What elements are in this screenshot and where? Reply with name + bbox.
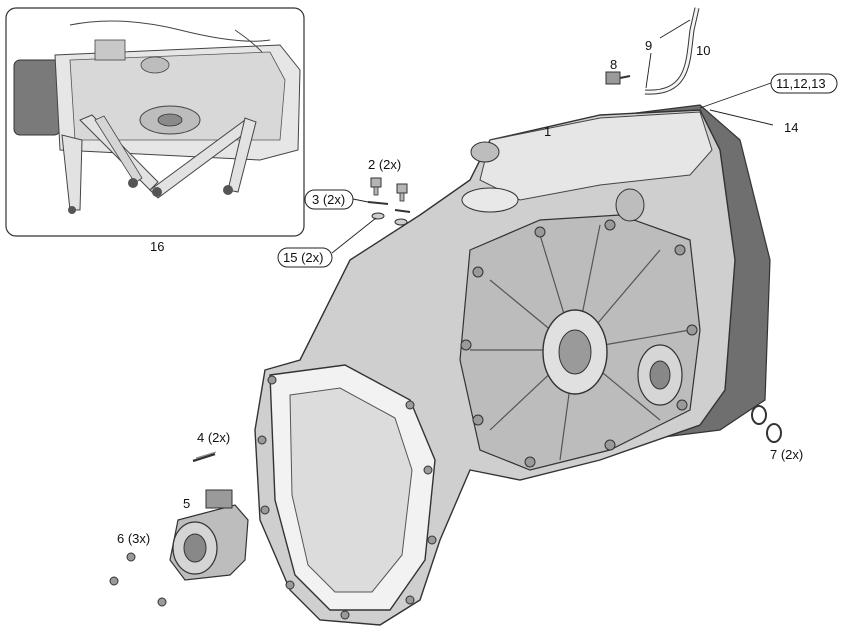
- top-boss-left: [470, 141, 500, 163]
- part-9-10-breather-hose: [644, 7, 700, 95]
- callout-15: 15 (2x): [283, 250, 323, 265]
- bell-housing-bolts: [257, 375, 437, 620]
- callout-3: 3 (2x): [312, 192, 345, 207]
- part-4-pins: [192, 451, 217, 463]
- callout-9: 9: [645, 38, 652, 53]
- inset-subframe-struts: [61, 114, 257, 214]
- callout-6: 6 (3x): [117, 531, 150, 546]
- callout-7: 7 (2x): [770, 447, 803, 462]
- callout-11-12-13: 11,12,13: [776, 76, 826, 91]
- part-7-seals: [751, 405, 782, 443]
- top-port: [461, 187, 519, 213]
- callout-2: 2 (2x): [368, 157, 401, 172]
- callout-15-pill: [277, 247, 333, 268]
- callout-4: 4 (2x): [197, 430, 230, 445]
- housing-top-cover: [479, 111, 713, 201]
- callout-3-pill: [304, 189, 354, 210]
- inset-assembly-view: [5, 7, 305, 237]
- part-8-breather: [605, 71, 631, 85]
- callout-8: 8: [610, 57, 617, 72]
- callout-14: 14: [784, 120, 798, 135]
- callout-16: 16: [150, 239, 164, 254]
- leader-lines: [331, 19, 774, 254]
- callout-1: 1: [544, 124, 551, 139]
- callout-10: 10: [696, 43, 710, 58]
- side-cover-bolts: [460, 219, 698, 468]
- part-15-washers: [371, 212, 408, 226]
- part-3-clips: [367, 201, 411, 213]
- part-5-clutch-slave-cylinder: [169, 489, 249, 581]
- callout-5: 5: [183, 496, 190, 511]
- inset-transaxle: [13, 20, 301, 161]
- callout-labels: 1 2 (2x) 3 (2x) 4 (2x) 5 6 (3x) 7 (2x) 8…: [117, 38, 838, 546]
- part-6-nuts: [109, 552, 167, 607]
- gearbox-housing: [254, 104, 771, 626]
- callout-11-12-13-pill: [770, 73, 838, 94]
- part-2-bolts: [370, 177, 408, 202]
- shift-actuator-boss: [615, 188, 645, 222]
